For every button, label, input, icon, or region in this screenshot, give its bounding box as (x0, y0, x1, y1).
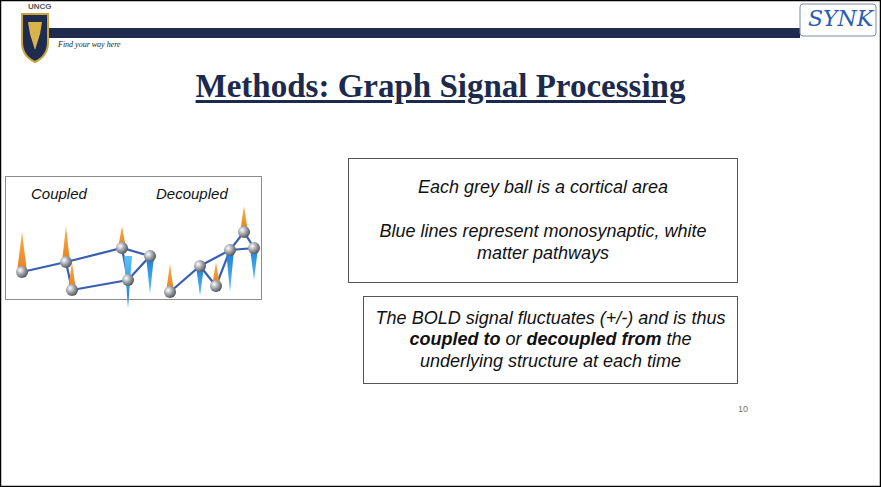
page-number: 10 (738, 404, 748, 414)
logo-shield (22, 14, 48, 62)
note-box: Each grey ball is a cortical areaBlue li… (348, 158, 738, 283)
logo-figure (28, 22, 42, 50)
header-bar (48, 28, 800, 38)
coupled-graph (16, 226, 156, 308)
illustration-box: Coupled Decoupled (5, 176, 262, 300)
logo-text: UNCG (28, 2, 52, 11)
note-box: The BOLD signal fluctuates (+/-) and is … (363, 296, 738, 384)
note-text: Blue lines represent monosynaptic, white… (357, 221, 729, 264)
tagline: Find your way here (58, 40, 121, 49)
decoupled-graph (164, 206, 260, 298)
lab-logo: SYNK (808, 6, 873, 31)
logo-frame (800, 4, 876, 36)
note-text: The BOLD signal fluctuates (+/-) and is … (372, 308, 729, 373)
graph-caption: Coupled (31, 185, 87, 202)
graph-caption: Decoupled (156, 185, 228, 202)
slide-title: Methods: Graph Signal Processing (0, 68, 881, 105)
note-text: Each grey ball is a cortical area (357, 177, 729, 199)
